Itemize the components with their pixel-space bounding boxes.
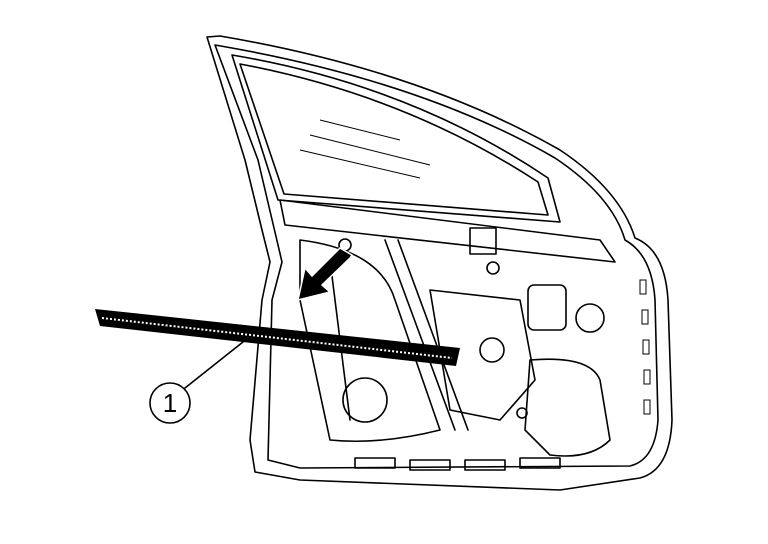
removal-arrow-icon (297, 247, 354, 302)
window-glass (231, 54, 561, 223)
service-hole-large (342, 377, 388, 423)
belt-line (279, 199, 616, 263)
regulator-rail (329, 239, 469, 431)
bracket (469, 227, 497, 255)
molding-strip (95, 309, 460, 366)
door-outer-outline (206, 35, 673, 491)
window-frame-inner (239, 63, 549, 216)
bolt (486, 261, 500, 275)
callout-leader-line (184, 337, 249, 389)
callout-label: 1 (163, 388, 177, 418)
drain-slots (354, 457, 561, 471)
bolt (516, 407, 528, 419)
service-hole-right (575, 303, 605, 333)
callout-circle (149, 382, 191, 424)
door-inner-outline (214, 44, 659, 469)
panel-cutout-center (429, 289, 536, 421)
speaker-mount (527, 284, 567, 331)
glass-reflection-lines (299, 119, 431, 179)
edge-clip-holes (639, 279, 651, 415)
service-hole (479, 337, 505, 363)
panel-cutout-right (524, 358, 611, 457)
